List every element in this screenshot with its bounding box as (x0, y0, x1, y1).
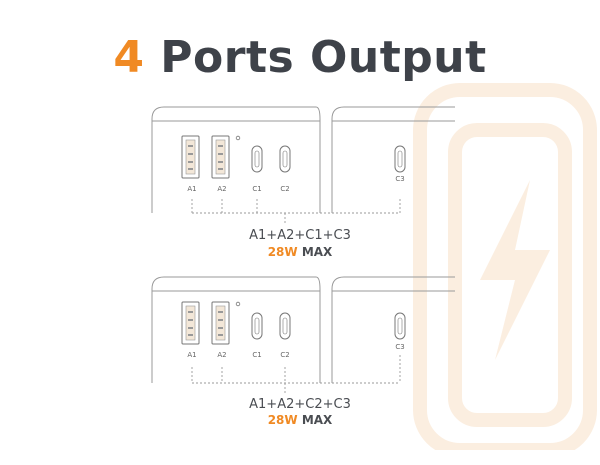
connector-lines-2 (191, 355, 401, 395)
usb-a2-port-icon (211, 135, 230, 179)
usb-a2-port-icon (211, 301, 230, 345)
port-label-c2: C2 (280, 185, 290, 193)
wattage-value: 28W (267, 413, 298, 427)
port-label-c1: C1 (252, 185, 262, 193)
usb-a1-port-icon (181, 135, 200, 179)
title-text: Ports Output (160, 32, 487, 83)
title-number: 4 (113, 32, 145, 83)
port-label-a1: A1 (187, 185, 197, 193)
usb-c3-port-icon (394, 312, 406, 340)
usb-c2-port-icon (279, 312, 291, 340)
usb-c1-port-icon (251, 312, 263, 340)
port-label-c2: C2 (280, 351, 290, 359)
port-label-a2: A2 (217, 185, 227, 193)
port-combination-2: A1+A2+C2+C3 (249, 397, 351, 412)
connector-lines-1 (191, 199, 401, 225)
indicator-led-icon (235, 135, 241, 141)
max-label: MAX (301, 245, 333, 259)
max-label: MAX (301, 413, 333, 427)
port-combination-1: A1+A2+C1+C3 (249, 228, 351, 243)
charger-illustration-1 (151, 106, 455, 225)
wattage-value: 28W (267, 245, 298, 259)
usb-c3-port-icon (394, 145, 406, 173)
port-panel-2: A1 A2 C1 C2 C3 A1+A2+C2+C3 28W MAX (0, 265, 600, 465)
indicator-led-icon (235, 301, 241, 307)
charger-illustration-2 (151, 276, 455, 395)
usb-a1-port-icon (181, 301, 200, 345)
port-label-c3: C3 (395, 175, 405, 183)
power-rating-1: 28W MAX (0, 245, 600, 259)
port-label-c3: C3 (395, 343, 405, 351)
port-panel-1: A1 A2 C1 C2 C3 A1+A2+C1+C3 28W MAX (0, 95, 600, 295)
usb-c1-port-icon (251, 145, 263, 173)
page-title: 4 Ports Output (0, 32, 600, 83)
port-label-a1: A1 (187, 351, 197, 359)
power-rating-2: 28W MAX (0, 413, 600, 427)
port-label-a2: A2 (217, 351, 227, 359)
usb-c2-port-icon (279, 145, 291, 173)
port-label-c1: C1 (252, 351, 262, 359)
background-watermark-icon (413, 83, 597, 450)
